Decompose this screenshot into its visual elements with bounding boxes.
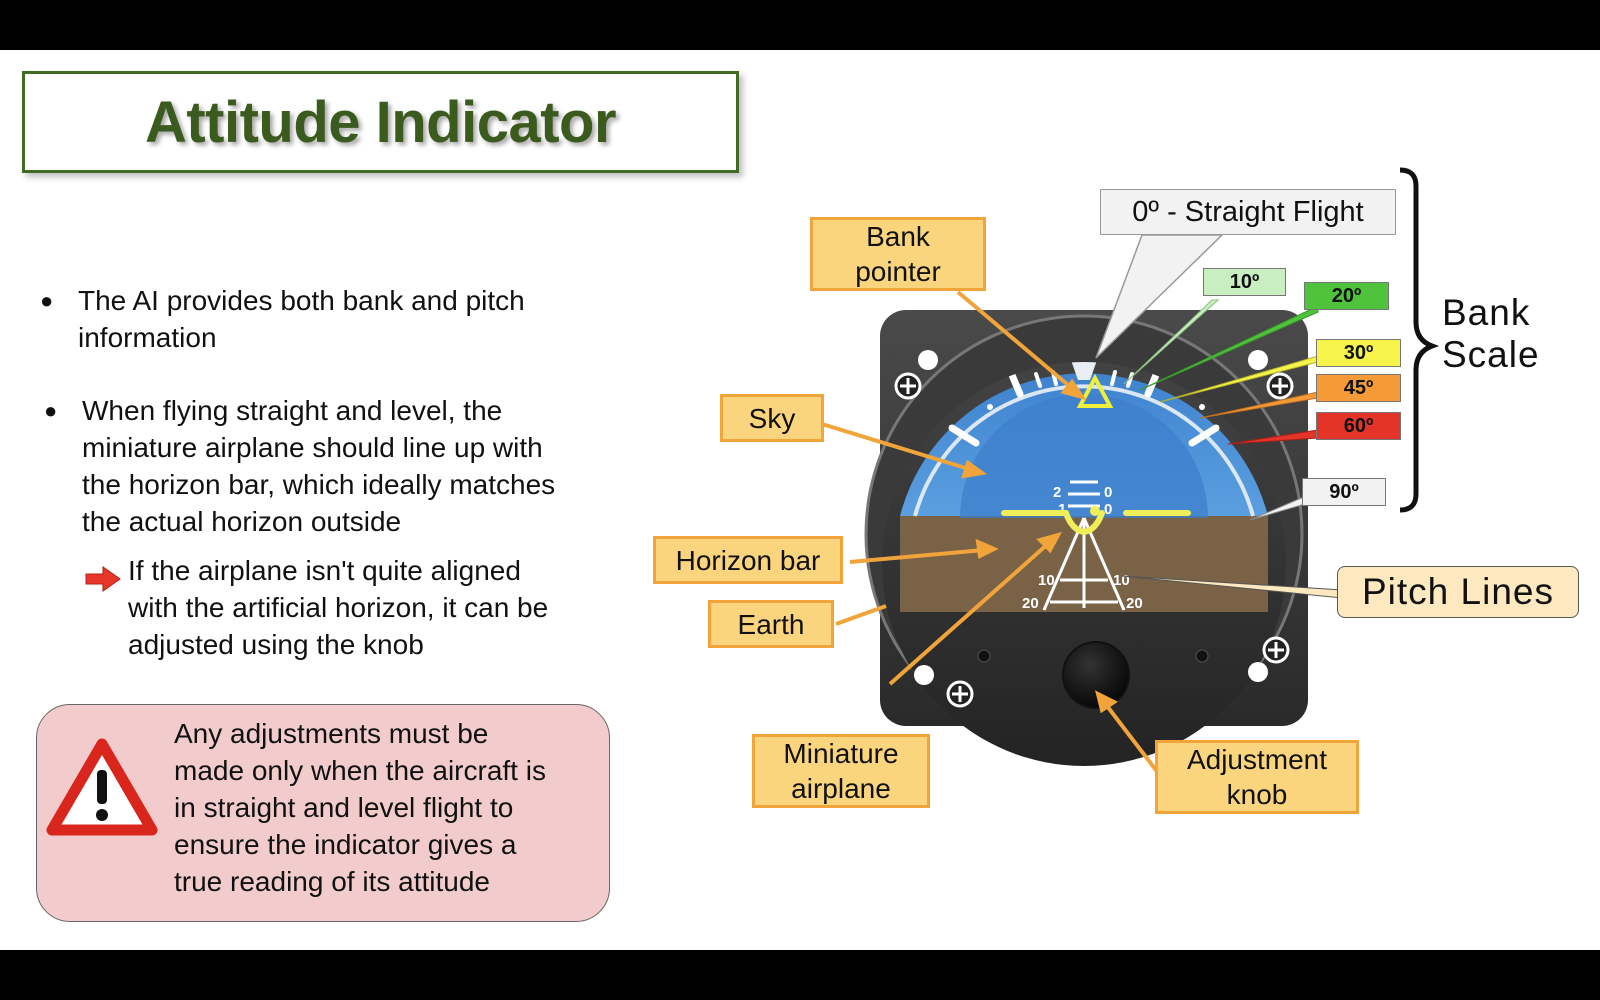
attitude-indicator-diagram: 2 0 1 0 10 10 20 20 xyxy=(821,167,1440,780)
bank-scale-arc xyxy=(913,384,1255,517)
slide: Attitude Indicator ● The AI provides bot… xyxy=(0,50,1600,950)
pitch-mark-down-10: 10 xyxy=(1038,572,1055,589)
adjustment-knob-symbol xyxy=(1062,641,1130,709)
bullet-2: ● When flying straight and level, the mi… xyxy=(44,392,644,552)
bank-scale-brace xyxy=(1399,167,1440,513)
straight-flight-pointer xyxy=(1095,234,1224,359)
bank-leaders xyxy=(1123,299,1319,521)
mounting-holes xyxy=(914,350,1268,685)
miniature-airplane-symbol xyxy=(1001,510,1191,536)
bank-pointer-triangle xyxy=(1076,373,1114,408)
bank-tag-30: 30º xyxy=(1316,339,1401,367)
pitch-mark-down-20b: 20 xyxy=(1126,595,1143,612)
bank-tag-10: 10º xyxy=(1203,268,1286,296)
screw-icons xyxy=(894,372,1294,708)
pitch-numbers: 2 0 1 0 10 10 20 20 xyxy=(1022,484,1143,612)
bullet-2-text: When flying straight and level, the mini… xyxy=(82,395,556,537)
bank-tag-45: 45º xyxy=(1316,374,1401,402)
bank-scale-label: Bank Scale xyxy=(1442,292,1540,375)
arrow-right-icon xyxy=(85,566,121,592)
pitch-lines xyxy=(1042,480,1126,611)
bank-tag-60: 60º xyxy=(1316,412,1401,440)
sub-bullet-text: If the airplane isn't quite aligned with… xyxy=(128,555,549,660)
pitch-mark-down-20: 20 xyxy=(1022,595,1039,612)
inner-sphere xyxy=(960,394,1208,518)
miniature-airplane-label: Miniature airplane xyxy=(752,734,930,808)
pitch-mark-down-10b: 10 xyxy=(1113,572,1130,589)
bank-tag-20: 20º xyxy=(1304,282,1389,310)
warning-icon xyxy=(46,738,158,836)
bullet-1-text: The AI provides both bank and pitch info… xyxy=(78,285,525,353)
sub-bullet: If the airplane isn't quite aligned with… xyxy=(128,552,618,672)
warning-text: Any adjustments must be made only when t… xyxy=(174,718,546,897)
page-title: Attitude Indicator xyxy=(144,89,617,155)
zero-bank-wedge xyxy=(1066,362,1102,380)
adjustment-knob-label: Adjustment knob xyxy=(1155,740,1359,814)
pitch-lines-label: Pitch Lines xyxy=(1337,566,1579,618)
pitch-mark-up-0b: 0 xyxy=(1104,501,1112,518)
bullet-dot: ● xyxy=(40,288,54,313)
inner-screws xyxy=(977,649,1209,663)
bullet-1: ● The AI provides both bank and pitch in… xyxy=(40,282,640,362)
pitch-mark-up-0: 0 xyxy=(1104,484,1112,501)
bank-pointer-label: Bank pointer xyxy=(810,217,986,291)
bank-tag-90: 90º xyxy=(1302,478,1386,506)
horizon-bar-label: Horizon bar xyxy=(653,536,843,584)
title-box: Attitude Indicator xyxy=(22,71,739,173)
sky-label: Sky xyxy=(720,394,824,442)
bullet-dot: ● xyxy=(44,398,58,423)
pitch-mark-up-2: 2 xyxy=(1053,484,1061,501)
callout-arrows xyxy=(821,290,1164,780)
earth-label: Earth xyxy=(708,600,834,648)
bank-dots xyxy=(987,404,1205,410)
straight-flight-label: 0º - Straight Flight xyxy=(1100,189,1396,235)
pitch-mark-up-1: 1 xyxy=(1058,501,1066,518)
